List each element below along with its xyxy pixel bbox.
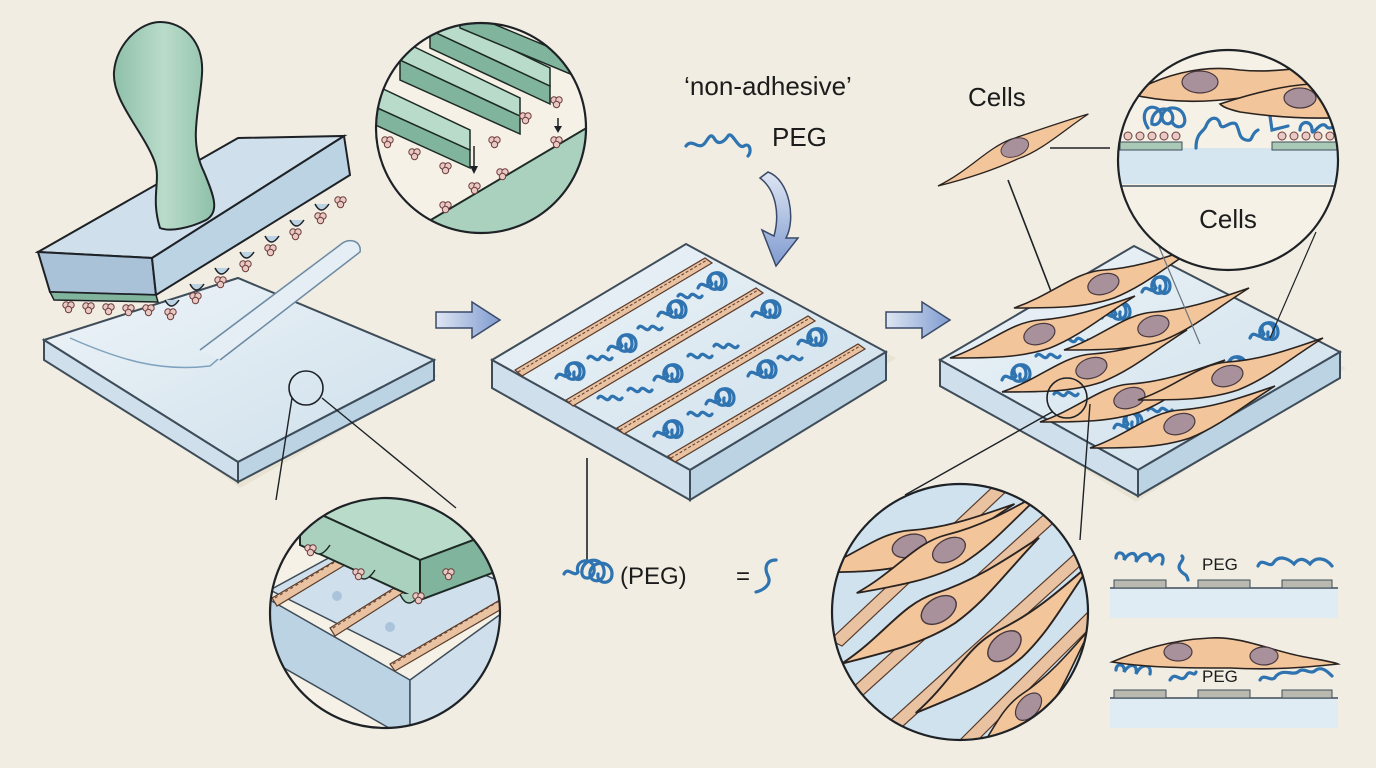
- stamp-handle: [112, 20, 216, 231]
- single-cell-icon: [937, 113, 1089, 187]
- label-nonadhesive: ‘non-adhesive’: [684, 71, 852, 101]
- label-cells-circle: Cells: [1199, 204, 1257, 234]
- side-view-peg-cells: PEG: [1109, 637, 1341, 728]
- magnified-side-view: Cells: [1116, 48, 1340, 272]
- label-cells-top: Cells: [968, 82, 1026, 112]
- substrate-glass-1: [41, 239, 438, 488]
- pdms-stamp: [34, 20, 352, 321]
- peg-down-arrow: [758, 171, 800, 268]
- stamp-posts: [164, 203, 330, 307]
- magnified-stamp-contact: [268, 496, 502, 730]
- label-peg: PEG: [772, 122, 827, 152]
- side-view-2-peg-label: PEG: [1202, 667, 1238, 686]
- side-view-peg: PEG: [1110, 551, 1338, 618]
- step-arrow-1: [435, 300, 502, 340]
- magnified-aligned-cells: [830, 482, 1090, 742]
- stamp-panel: [34, 20, 457, 509]
- adhesive-stripes: [513, 257, 867, 463]
- cell-attachment-panel: Cells: [830, 48, 1346, 742]
- substrate-glass-2: [489, 242, 896, 502]
- peg-legend: (PEG) =: [562, 558, 778, 594]
- legend-equals: =: [736, 563, 750, 590]
- zoom-indicator-circle-2: [1046, 377, 1088, 419]
- step-arrow-2: [885, 300, 952, 340]
- zoom-indicator-circle: [288, 370, 324, 406]
- magnified-stamp-transfer: [374, 21, 588, 235]
- peg-extended-icon: [754, 558, 778, 594]
- substrate-glass-3: [904, 229, 1346, 541]
- peg-coil-icon: [562, 558, 614, 584]
- side-view-1-peg-label: PEG: [1202, 555, 1238, 574]
- peg-backfill-panel: ‘non-adhesive’ PEG: [489, 71, 896, 594]
- peg-chain-icon: [684, 133, 752, 158]
- legend-peg-label: (PEG): [620, 563, 687, 590]
